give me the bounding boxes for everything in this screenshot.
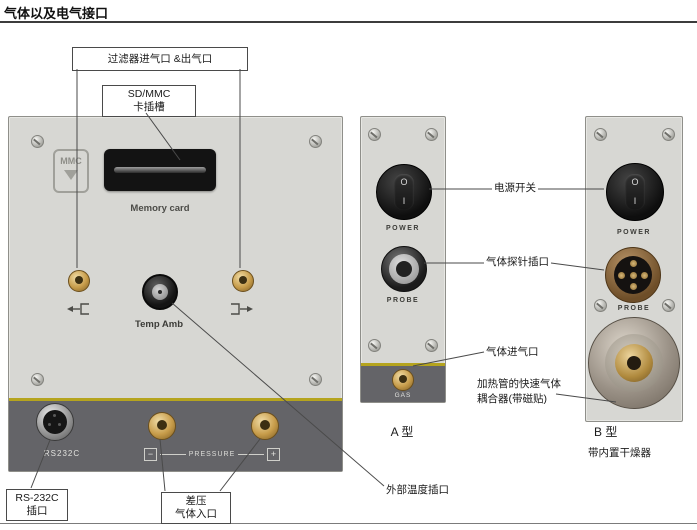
probe-label-a: PROBE (386, 297, 420, 304)
probe-pin (629, 260, 637, 267)
coupler-center-hole (627, 356, 641, 370)
screw-icon (309, 135, 322, 148)
temp-amb-connector-face (152, 284, 168, 300)
memory-card-slot (104, 149, 216, 191)
probe-pin (629, 271, 637, 279)
switch-off-marking: O (400, 177, 408, 187)
callout-line-2: 气体入口 (175, 508, 217, 520)
mmc-logo: MMC (53, 149, 89, 193)
filter-outlet-port (232, 270, 254, 292)
rs232c-label: RS232C (43, 449, 81, 458)
rs232c-connector (36, 403, 74, 441)
pressure-plus-port (251, 412, 279, 440)
callout-power-switch: 电源开关 (494, 182, 536, 194)
switch-on-marking: I (633, 196, 637, 206)
pressure-dash-line (238, 453, 265, 455)
panel-a-caption: A 型 (390, 425, 414, 439)
callout-rs232: RS-232C 插口 (6, 489, 68, 521)
panel-b: O I POWER PROBE (585, 116, 683, 422)
probe-pin (629, 283, 637, 290)
power-switch-b: O I (606, 163, 664, 221)
callout-line-1: 加热管的快速气体 (477, 378, 561, 390)
screw-icon (662, 299, 675, 312)
main-device-panel: MMC Memory card Temp Amb RS232C (8, 116, 343, 472)
callout-ext-temp: 外部温度插口 (386, 484, 449, 496)
rs232c-connector-face (43, 410, 67, 434)
page-title: 气体以及电气接口 (4, 6, 109, 21)
flow-direction-right-icon (231, 303, 253, 315)
callout-gas-inlet: 气体进气口 (486, 346, 539, 358)
mmc-arrow-icon (64, 170, 78, 180)
probe-ring-a (389, 254, 419, 284)
card-slot-opening (114, 167, 206, 173)
temp-amb-label: Temp Amb (134, 319, 184, 330)
probe-label-b: PROBE (617, 305, 651, 312)
power-rocker-a: O I (394, 174, 414, 210)
probe-face-b (614, 256, 652, 294)
panel-a: O I POWER PROBE GAS (360, 116, 446, 403)
switch-on-marking: I (402, 196, 406, 206)
power-switch-a: O I (376, 164, 432, 220)
gas-label-a: GAS (394, 392, 412, 399)
power-label-b: POWER (617, 229, 651, 236)
pressure-minus-port (148, 412, 176, 440)
screw-icon (425, 128, 438, 141)
callout-line-2: 插口 (26, 505, 48, 517)
callout-sd-mmc: SD/MMC 卡插槽 (102, 85, 196, 117)
power-label-a: POWER (386, 225, 420, 232)
screw-icon (31, 135, 44, 148)
gas-coupler-dryer (588, 317, 680, 409)
pressure-label: PRESSURE (188, 450, 236, 458)
callout-line-1: RS-232C (15, 492, 59, 504)
switch-off-marking: O (631, 177, 639, 187)
screw-icon (662, 128, 675, 141)
callout-line-2: 卡插槽 (133, 101, 165, 113)
temp-amb-connector (142, 274, 178, 310)
screw-icon (368, 339, 381, 352)
screw-icon (368, 128, 381, 141)
footer-rule (0, 523, 697, 524)
panel-b-caption-sub: 带内置干燥器 (588, 447, 651, 459)
memory-card-label: Memory card (130, 203, 190, 214)
probe-connector-a (381, 246, 427, 292)
minus-icon: − (144, 447, 157, 461)
screw-icon (594, 128, 607, 141)
screw-icon (594, 299, 607, 312)
power-rocker-b: O I (625, 174, 645, 210)
filter-inlet-port (68, 270, 90, 292)
panel-b-caption: B 型 (594, 425, 618, 439)
callout-filter-ports: 过滤器进气口 &出气口 (72, 47, 248, 71)
pressure-dash-line (160, 453, 186, 455)
mmc-logo-text: MMC (60, 156, 82, 166)
screw-icon (309, 373, 322, 386)
callout-probe-socket: 气体探针插口 (486, 256, 549, 268)
screw-icon (425, 339, 438, 352)
probe-pin (641, 271, 648, 279)
probe-connector-b (605, 247, 661, 303)
screw-icon (31, 373, 44, 386)
probe-pin (618, 271, 625, 279)
plus-icon: + (267, 447, 281, 461)
callout-diff-pressure: 差压 气体入口 (161, 492, 231, 524)
callout-line-1: 差压 (185, 495, 207, 507)
pressure-scale: − PRESSURE + (144, 447, 281, 461)
callout-line-1: SD/MMC (127, 88, 171, 100)
gas-port-a (392, 369, 414, 391)
callout-heater-coupler: 加热管的快速气体 耦合器(带磁贴) (477, 377, 561, 407)
flow-direction-left-icon (67, 303, 89, 315)
probe-core-a (396, 261, 412, 277)
accent-stripe (361, 363, 445, 366)
callout-line-2: 耦合器(带磁贴) (477, 393, 547, 405)
header-rule (0, 21, 697, 23)
